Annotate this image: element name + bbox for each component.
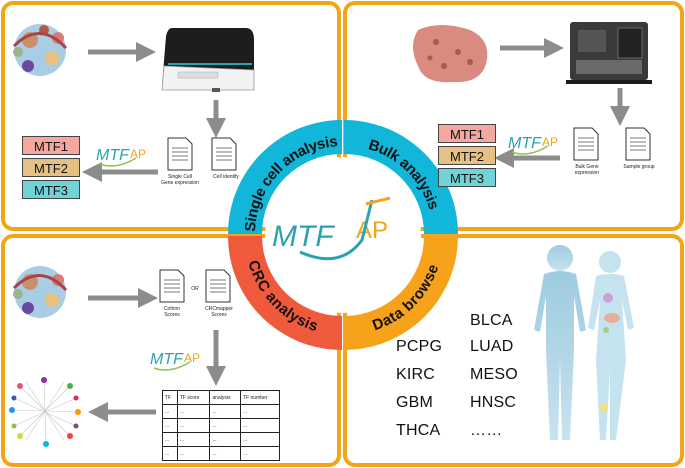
- svg-text:MTF: MTF: [96, 147, 130, 164]
- single-cell-expression-doc-icon: [167, 137, 193, 171]
- mtfap-mini-logo-bulk: MTF AP: [508, 135, 558, 155]
- table-header-cell: TF: [162, 390, 178, 405]
- cell-cluster-icon: [12, 24, 68, 76]
- table-cell: ...: [239, 404, 281, 419]
- crcmapper-doc-icon: [205, 269, 231, 303]
- mtf1-box: MTF1: [22, 136, 80, 155]
- cancer-gbm: GBM: [396, 394, 434, 411]
- table-cell: ...: [209, 432, 241, 447]
- network-icon: [9, 377, 81, 447]
- cancer-hnsc: HNSC: [470, 394, 517, 411]
- human-body-icon: [534, 245, 634, 440]
- table-row: ............: [162, 432, 281, 447]
- cancer-kirc: KIRC: [396, 366, 436, 383]
- table-cell: ...: [239, 432, 281, 447]
- mtf2-box: MTF2: [22, 158, 80, 177]
- single-cell-expression-label: Single Cell Gene expression: [161, 174, 199, 186]
- svg-text:MTF: MTF: [150, 351, 184, 368]
- mtfap-mini-logo: MTF AP: [96, 147, 146, 167]
- table-cell: ...: [162, 446, 178, 461]
- table-cell: ...: [176, 432, 211, 447]
- mtf1-box-bulk: MTF1: [438, 124, 496, 143]
- sample-group-label: Sample group: [623, 164, 655, 170]
- bulk-expression-label: Bulk Gene expression: [574, 164, 600, 176]
- table-cell: ...: [176, 418, 211, 433]
- table-header-cell: analysis: [209, 390, 241, 405]
- svg-text:AP: AP: [542, 135, 558, 149]
- table-cell: ...: [209, 446, 241, 461]
- table-cell: ...: [209, 404, 241, 419]
- table-cell: ...: [162, 432, 178, 447]
- table-cell: ...: [162, 404, 178, 419]
- mtf2-box-bulk: MTF2: [438, 146, 496, 165]
- sequencer-icon: [161, 28, 255, 92]
- table-cell: ...: [209, 418, 241, 433]
- tissue-sample-icon: [413, 25, 488, 83]
- svg-text:AP: AP: [184, 351, 200, 365]
- bulk-sequencer-icon: [566, 22, 652, 84]
- coltron-doc-icon: [159, 269, 185, 303]
- cancer-blca: BLCA: [470, 312, 513, 329]
- table-header-cell: TF score: [176, 390, 211, 405]
- cancer-more: ……: [470, 422, 503, 439]
- table-cell: ...: [239, 418, 281, 433]
- table-row: ............: [162, 418, 281, 433]
- cancer-meso: MESO: [470, 366, 518, 383]
- sample-group-doc-icon: [625, 127, 651, 161]
- svg-text:MTF: MTF: [272, 220, 335, 253]
- bulk-expression-doc-icon: [573, 127, 599, 161]
- mtf3-box: MTF3: [22, 180, 80, 199]
- cell-identify-label: Cell identify: [213, 174, 239, 180]
- cancer-pcpg: PCPG: [396, 338, 443, 355]
- crcmapper-scores-label: CRCmapper Scores: [205, 306, 233, 318]
- mtf3-box-bulk: MTF3: [438, 168, 496, 187]
- table-row: ............: [162, 404, 281, 419]
- cancer-thca: THCA: [396, 422, 441, 439]
- tf-score-table: TF TF score analysis TF number .........…: [162, 390, 281, 461]
- table-cell: ...: [176, 446, 211, 461]
- cell-cluster-icon-crc: [12, 266, 68, 318]
- table-header-row: TF TF score analysis TF number: [162, 390, 281, 405]
- coltron-scores-label: Coltron Scores: [163, 306, 181, 318]
- table-header-cell: TF number: [239, 390, 281, 405]
- table-cell: ...: [176, 404, 211, 419]
- cancer-luad: LUAD: [470, 338, 514, 355]
- mtfap-mini-logo-crc: MTF AP: [150, 351, 200, 371]
- cell-identify-doc-icon: [211, 137, 237, 171]
- table-row: ............: [162, 446, 281, 461]
- or-label: OR: [191, 286, 199, 292]
- svg-text:MTF: MTF: [508, 135, 542, 152]
- svg-text:AP: AP: [130, 147, 146, 161]
- mtfap-logo: MTF AP: [272, 196, 391, 261]
- table-cell: ...: [239, 446, 281, 461]
- table-cell: ...: [162, 418, 178, 433]
